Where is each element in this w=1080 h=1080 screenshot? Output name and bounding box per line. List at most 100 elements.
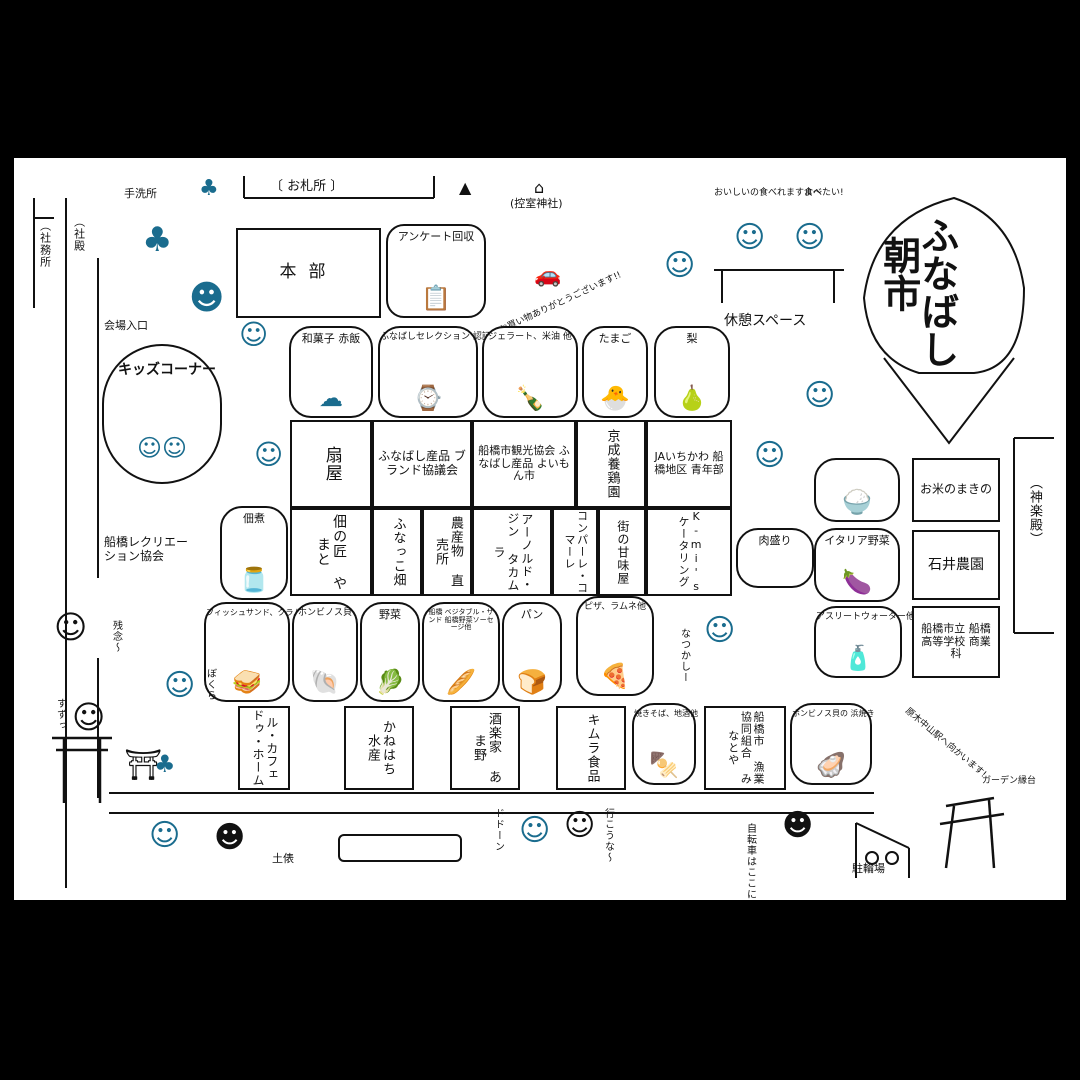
bubble-honbinosu: ホンビノス貝 🐚 bbox=[292, 602, 358, 702]
sandwich-icon: 🥪 bbox=[232, 668, 262, 696]
kaguraden-label: （神楽殿） bbox=[1026, 476, 1042, 546]
bubble-wagashi: 和菓子 赤飯 ☁ bbox=[289, 326, 373, 418]
chatter-c: ぼくら bbox=[204, 668, 216, 701]
stall-school: 船橋市立 船橋高等学校 商業科 bbox=[912, 606, 1000, 678]
temizusha-label: 手洗所 bbox=[124, 187, 157, 200]
stall-compare-comare: コンパーレ・コマーレ bbox=[552, 508, 598, 596]
chatter-d: 行こうな〜 bbox=[602, 808, 614, 863]
stall-le-cafe: ル・カフェ ドゥ・ホーム bbox=[238, 706, 290, 790]
stall-tourism-assoc: 船橋市観光協会 ふなばし産品 よいもん市 bbox=[472, 420, 576, 508]
bubble-fishsand-label: フィッシュサンド、クラムチャウダー他 bbox=[206, 608, 350, 617]
pizza-icon: 🍕 bbox=[600, 662, 630, 690]
person-icon: ☻ bbox=[189, 278, 225, 318]
survey-bubble: アンケート回収 📋 bbox=[386, 224, 486, 318]
clam-icon: 🐚 bbox=[310, 668, 340, 696]
chatter-e: ドドーン bbox=[492, 808, 504, 852]
honbu-tent: 本部 bbox=[236, 228, 381, 318]
stall-kanehachi: かねはち 水産 bbox=[344, 706, 414, 790]
kids-corner-area: キッズコーナー ☺☺ bbox=[102, 344, 222, 484]
bread-icon: 🍞 bbox=[517, 668, 547, 696]
bottle-icon: 🍾 bbox=[515, 384, 545, 412]
bubble-nikumori-label: 肉盛り bbox=[758, 534, 792, 547]
mochi-icon: ☁ bbox=[319, 384, 343, 412]
vegetable-icon: 🍆 bbox=[842, 568, 872, 596]
bubble-rice: 🍚 bbox=[814, 458, 900, 522]
garden-bench-label: ガーデン縁台 bbox=[982, 776, 1037, 786]
person-icon: ☺ bbox=[734, 220, 766, 255]
bubble-athlete: アスリートウォーター他 🧴 bbox=[814, 606, 916, 678]
person-icon: ☺ bbox=[239, 318, 269, 351]
sumo-icon: ☻ bbox=[214, 820, 246, 855]
person-icon: ☺ bbox=[54, 608, 88, 646]
stall-komemakino: お米のまきの bbox=[912, 458, 1000, 522]
stall-ougiya: 扇屋 bbox=[290, 420, 372, 508]
vegetable-icon: 🥬 bbox=[375, 668, 405, 696]
stall-ishii-nouen: 石井農園 bbox=[912, 530, 1000, 600]
rest-space-label: 休憩スペース bbox=[724, 313, 807, 329]
stall-kimura: キムラ食品 bbox=[556, 706, 626, 790]
bubble-gelato-label: ジェラート、米油 他 bbox=[488, 332, 572, 342]
stall-amano: 酒楽家 あま野 bbox=[450, 706, 520, 790]
dohyo-label: 土俵 bbox=[272, 852, 294, 865]
bubble-tamago-label: たまご bbox=[598, 332, 632, 345]
bubble-pizza: ピザ、ラムネ他 🍕 bbox=[576, 596, 654, 696]
stall-funakko: ふなっこ畑 bbox=[372, 508, 422, 596]
road-lines bbox=[33, 176, 1054, 888]
person-icon: ☺ bbox=[519, 813, 551, 848]
title-asaichi: 朝市 bbox=[876, 236, 921, 312]
person-icon: ☺ bbox=[754, 438, 786, 473]
bubble-wagashi-label: 和菓子 赤飯 bbox=[301, 332, 361, 345]
stall-takamura: アーノルド・ジン タカムラ bbox=[472, 508, 552, 596]
stall-tsukudanotakumi: 佃の匠 やまと bbox=[290, 508, 372, 596]
bubble-honbinosu-label: ホンビノス貝 bbox=[297, 608, 352, 618]
shrine-office-label: （社務所 bbox=[38, 220, 52, 268]
rice-bag-icon: 🍚 bbox=[842, 488, 872, 516]
bubble-yasai: 野菜 🥬 bbox=[360, 602, 420, 702]
bubble-italian-label: イタリア野菜 bbox=[824, 534, 890, 547]
title-funabashi: ふなばし bbox=[914, 216, 959, 368]
bubble-pan: パン 🍞 bbox=[502, 602, 562, 702]
bubble-nikumori: 肉盛り bbox=[736, 528, 814, 588]
lantern-icon: ⛩ bbox=[124, 748, 163, 783]
bubble-athlete-label: アスリートウォーター他 bbox=[816, 612, 916, 622]
house-icon: ⌂ bbox=[534, 178, 545, 197]
chatter-b: すずっ bbox=[54, 698, 66, 731]
dohyo-banner bbox=[338, 834, 462, 862]
survey-label: アンケート回収 bbox=[397, 230, 475, 243]
person-icon: ☺ bbox=[794, 220, 826, 255]
tree-icon: ♣ bbox=[199, 176, 219, 201]
bubble-yakisoba-label: 焼きそば、地酒他 bbox=[634, 709, 698, 718]
rest-bubble-text-2: 食べたい! bbox=[804, 188, 844, 198]
bubble-vegsand: 船橋 ベジタブル・サンド 船橋野菜ソーセージ他 🥖 bbox=[422, 602, 500, 702]
chatter-h: なつかしー bbox=[678, 628, 690, 683]
stall-kmis: K-mi's ケータリング bbox=[646, 508, 732, 596]
grill-icon: 🦪 bbox=[816, 751, 846, 779]
skewer-icon: 🍢 bbox=[649, 751, 679, 779]
bottle-icon: 🧴 bbox=[843, 644, 873, 672]
bush-icon: ♣ bbox=[154, 750, 176, 778]
bubble-tamago: たまご 🐣 bbox=[582, 326, 648, 418]
bubble-tsukudani-label: 佃煮 bbox=[243, 512, 265, 525]
clipboard-icon: 📋 bbox=[421, 284, 451, 312]
bubble-italian: イタリア野菜 🍆 bbox=[814, 528, 900, 602]
pear-icon: 🍐 bbox=[677, 384, 707, 412]
bubble-vegsand-label: 船橋 ベジタブル・サンド 船橋野菜ソーセージ他 bbox=[428, 608, 494, 632]
bicycle-parking-label: 駐輪場 bbox=[852, 862, 885, 875]
children-icon: ☺☺ bbox=[136, 434, 188, 462]
bubble-selection: ふなばしセレクション 認証品 ⌚ bbox=[378, 326, 500, 418]
bubble-hamayaki: ホンビノス貝の 浜焼き 🦪 bbox=[790, 703, 875, 785]
bubble-selection-label: ふなばしセレクション 認証品 bbox=[380, 332, 500, 342]
chatter-a: 残念〜 bbox=[110, 620, 122, 653]
person-icon: ☺ bbox=[664, 248, 696, 283]
bubble-yasai-label: 野菜 bbox=[379, 608, 401, 621]
person-icon: ☺ bbox=[564, 808, 596, 843]
shaden-label: （社殿 bbox=[72, 216, 86, 252]
venue-entrance-label: 会場入口 bbox=[104, 319, 148, 332]
kids-corner-label: キッズコーナー bbox=[118, 362, 216, 378]
person-icon: ☺ bbox=[72, 698, 106, 736]
recreation-label: 船橋レクリエーション協会 bbox=[104, 535, 189, 563]
clock-icon: ⌚ bbox=[413, 384, 443, 412]
person-icon: ☺ bbox=[149, 818, 181, 853]
chick-icon: 🐣 bbox=[600, 384, 630, 412]
bubble-nashi-label: 梨 bbox=[686, 332, 698, 345]
